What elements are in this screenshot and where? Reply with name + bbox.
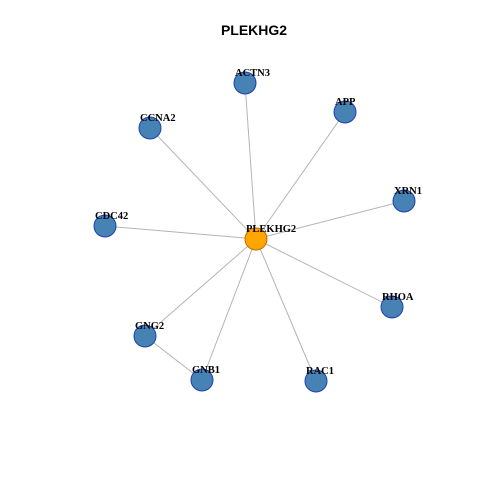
node-label-rac1: RAC1 bbox=[306, 366, 334, 377]
node-ccna2: CCNA2 bbox=[138, 113, 176, 140]
node-circle-rac1 bbox=[304, 369, 328, 393]
node-circle-app bbox=[333, 100, 357, 124]
node-label-ccna2: CCNA2 bbox=[140, 113, 176, 124]
node-gng2: GNG2 bbox=[133, 321, 164, 348]
edge-plekhg2-app bbox=[255, 111, 346, 240]
edge-plekhg2-actn3 bbox=[244, 82, 257, 240]
node-cdc42: CDC42 bbox=[93, 211, 128, 238]
node-circle-gng2 bbox=[133, 324, 157, 348]
node-circle-xrn1 bbox=[392, 189, 416, 213]
node-circle-rhoa bbox=[380, 295, 404, 319]
diagram-title: PLEKHG2 bbox=[221, 22, 287, 38]
node-label-gng2: GNG2 bbox=[135, 321, 164, 332]
node-label-plekhg2: PLEKHG2 bbox=[246, 224, 296, 235]
edge-plekhg2-xrn1 bbox=[255, 200, 405, 240]
edge-plekhg2-cdc42 bbox=[104, 225, 257, 240]
node-label-app: APP bbox=[335, 97, 356, 108]
node-label-rhoa: RHOA bbox=[382, 292, 414, 303]
edge-plekhg2-rac1 bbox=[255, 238, 317, 382]
edges-layer bbox=[104, 82, 405, 382]
node-label-gnb1: GNB1 bbox=[192, 365, 220, 376]
node-rac1: RAC1 bbox=[304, 366, 334, 393]
edge-plekhg2-gng2 bbox=[144, 238, 257, 337]
node-circle-plekhg2 bbox=[244, 227, 268, 251]
edge-plekhg2-gnb1 bbox=[201, 238, 257, 381]
node-rhoa: RHOA bbox=[380, 292, 414, 319]
node-circle-actn3 bbox=[233, 71, 257, 95]
node-label-xrn1: XRN1 bbox=[394, 186, 422, 197]
node-circle-gnb1 bbox=[190, 368, 214, 392]
edge-plekhg2-rhoa bbox=[255, 238, 393, 308]
node-app: APP bbox=[333, 97, 357, 124]
node-plekhg2: PLEKHG2 bbox=[244, 224, 296, 251]
node-actn3: ACTN3 bbox=[233, 68, 270, 95]
node-gnb1: GNB1 bbox=[190, 365, 220, 392]
edge-plekhg2-ccna2 bbox=[149, 127, 257, 240]
node-xrn1: XRN1 bbox=[392, 186, 422, 213]
edge-gng2-gnb1 bbox=[144, 335, 203, 381]
node-label-actn3: ACTN3 bbox=[235, 68, 270, 79]
node-circle-ccna2 bbox=[138, 116, 162, 140]
node-label-cdc42: CDC42 bbox=[95, 211, 128, 222]
node-circle-cdc42 bbox=[93, 214, 117, 238]
